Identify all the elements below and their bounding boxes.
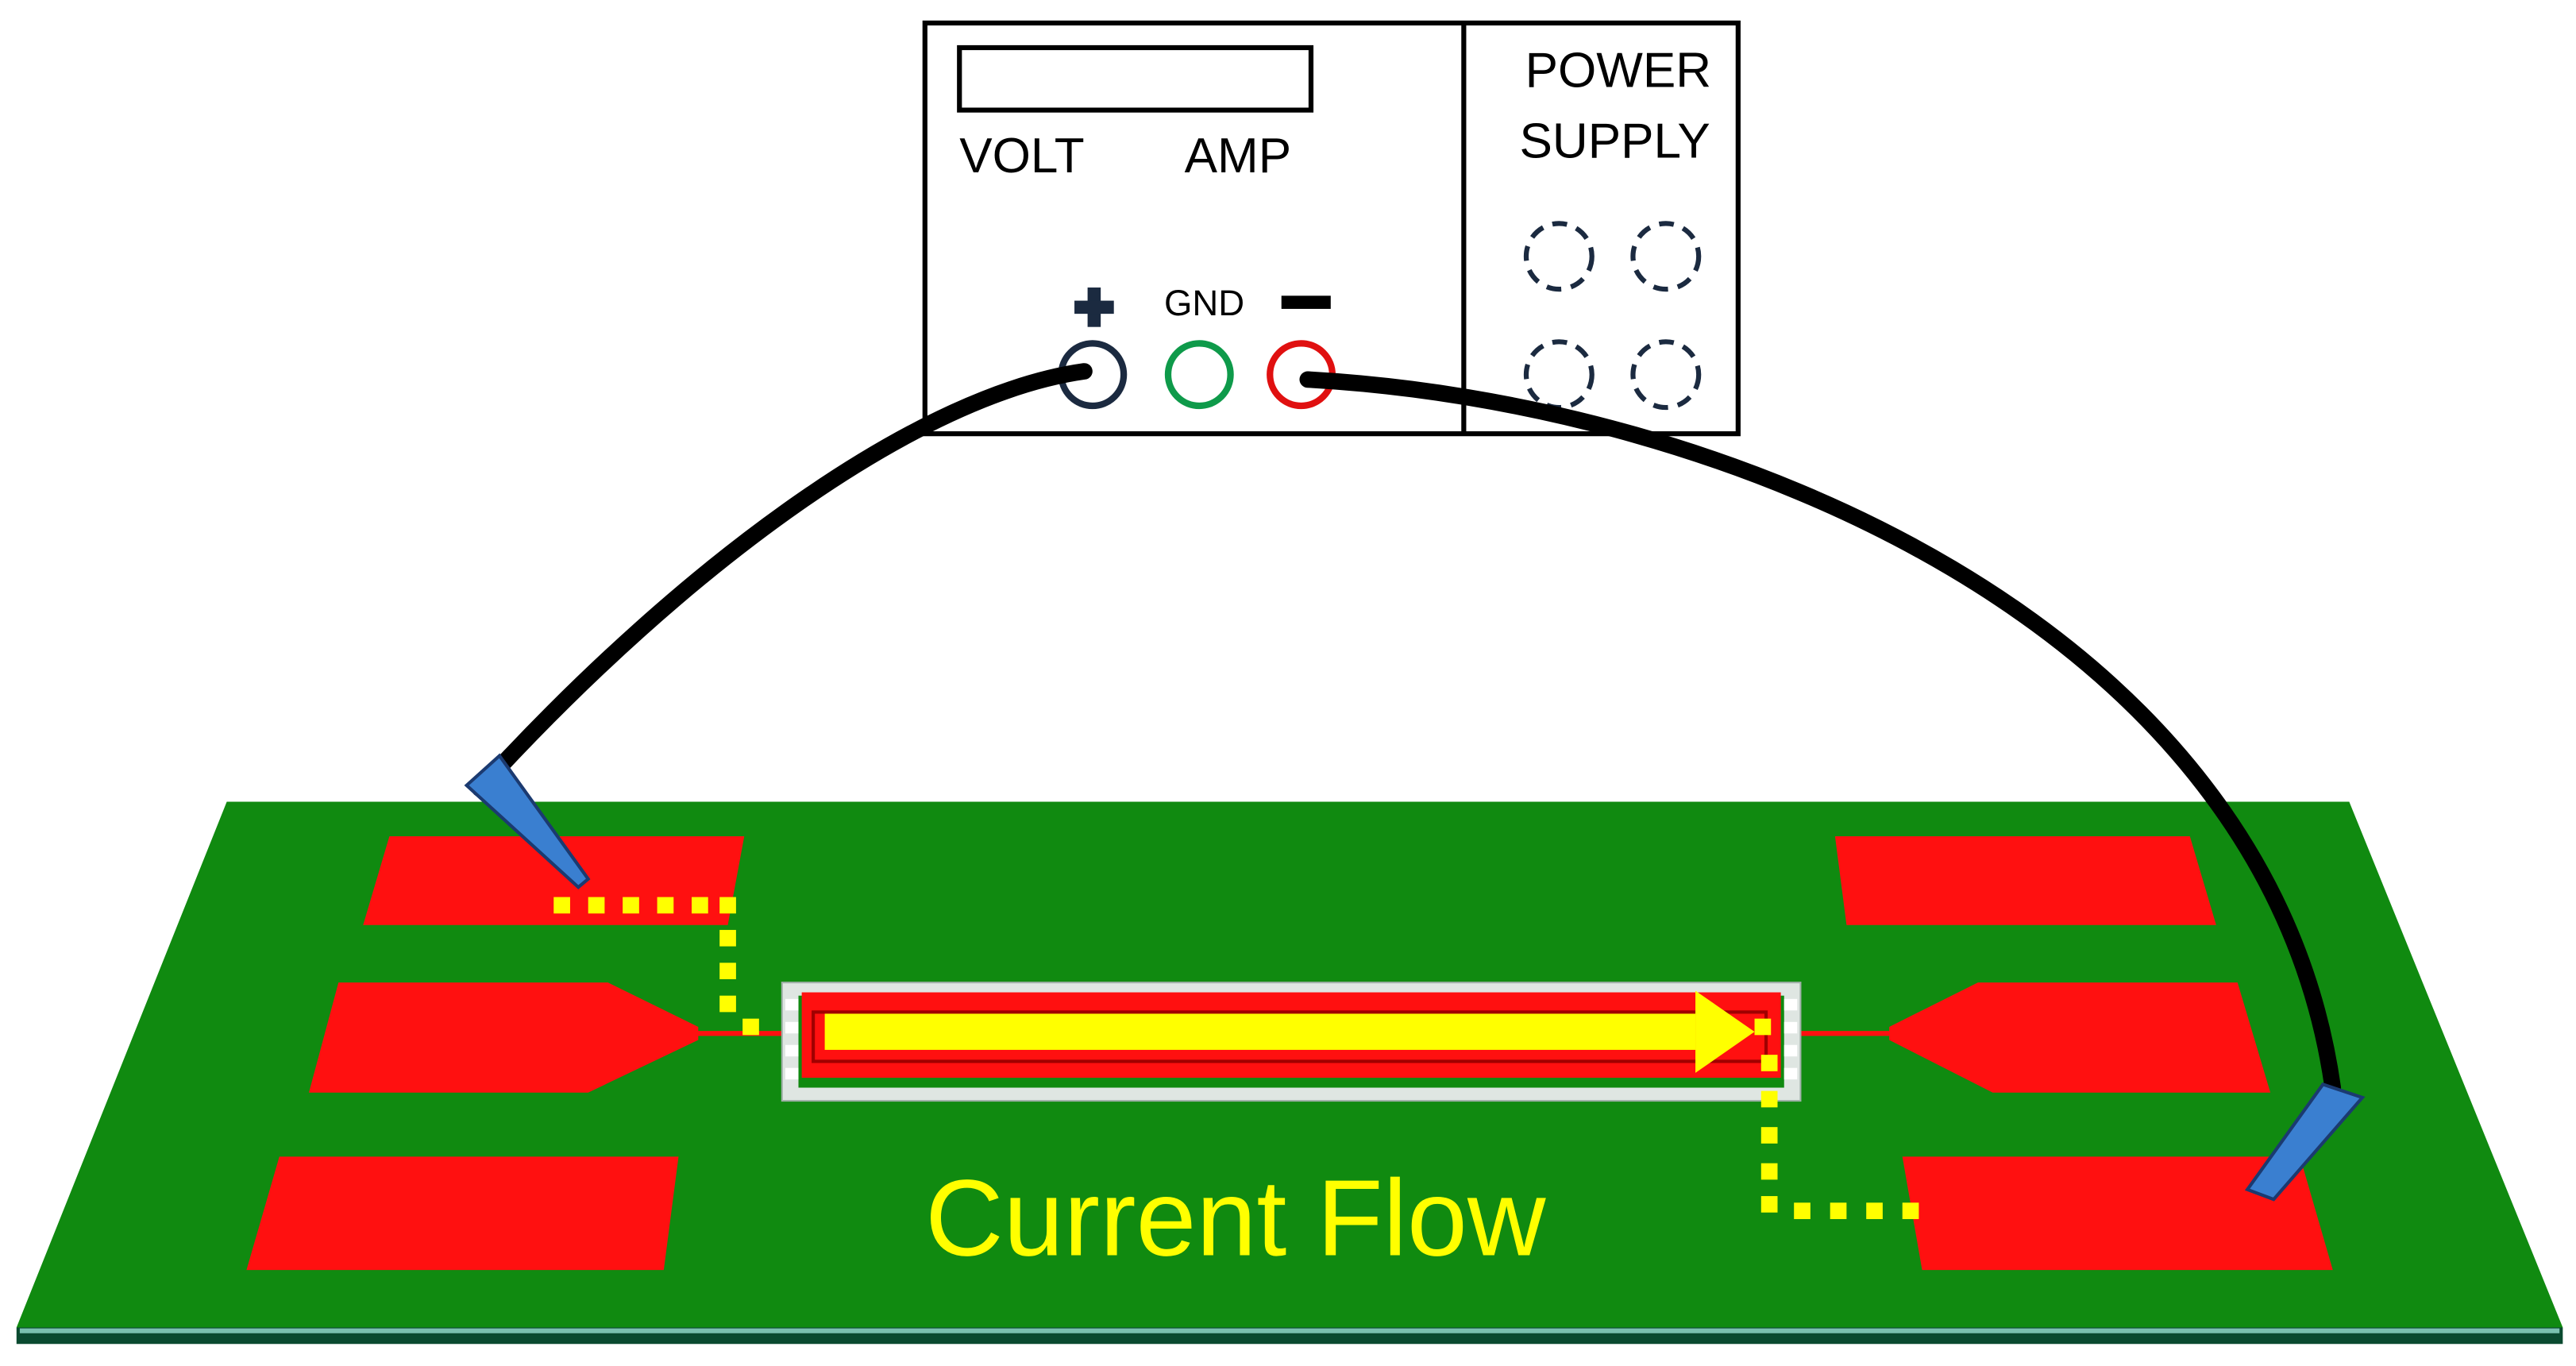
pad-bottom-left <box>246 1156 679 1271</box>
ground-terminal <box>1164 340 1234 410</box>
minus-icon <box>1281 295 1331 309</box>
aux-terminal <box>1630 221 1702 292</box>
wires <box>471 363 2342 1096</box>
contact-pads <box>246 835 2333 1271</box>
gnd-label: GND <box>1164 283 1244 323</box>
display-screen <box>957 44 1314 113</box>
pad-top-right <box>1834 835 2216 925</box>
flow-path-dots <box>553 897 1919 1220</box>
pad-top-left <box>363 835 745 925</box>
current-flow-arrow <box>824 990 1755 1073</box>
power-supply-title-line1: POWER <box>1525 44 1711 98</box>
volt-label: VOLT <box>959 129 1084 183</box>
aux-terminal <box>1523 221 1595 292</box>
positive-wire <box>471 363 1093 797</box>
pad-bottom-right <box>1902 1156 2333 1271</box>
left-probe-tip <box>464 753 591 889</box>
pad-middle-left <box>309 982 699 1093</box>
power-supply: VOLT AMP POWER SUPPLY GND <box>922 20 1741 437</box>
aux-terminal <box>1630 339 1702 411</box>
power-supply-title-line2: SUPPLY <box>1520 114 1710 169</box>
negative-wire <box>1299 371 2342 1096</box>
device-trace-outline <box>812 1010 1768 1063</box>
circuit-board: Current Flow <box>16 801 2563 1345</box>
plus-icon <box>1074 287 1114 327</box>
auxiliary-terminals <box>1523 221 1702 411</box>
right-probe-tip <box>2244 1082 2366 1202</box>
current-flow-label: Current Flow <box>925 1157 1546 1279</box>
amp-label: AMP <box>1185 129 1291 183</box>
pad-middle-right <box>1889 982 2271 1093</box>
device-contact-marks <box>785 998 1798 1080</box>
